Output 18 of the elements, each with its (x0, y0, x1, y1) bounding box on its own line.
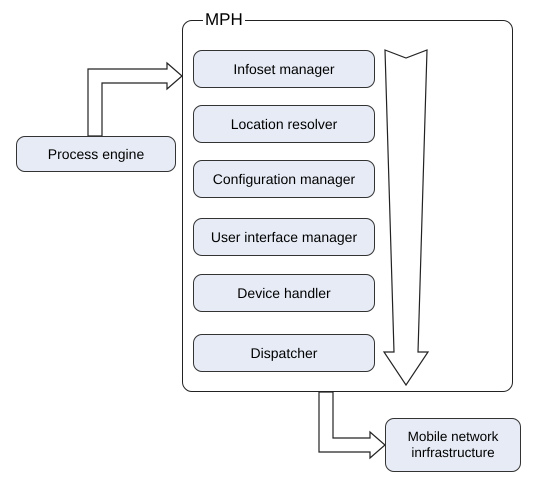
component-box (16, 136, 176, 172)
block-arrow (318, 391, 386, 460)
box-label: Mobile network inrfrastructure (406, 428, 500, 462)
component-box (193, 334, 375, 372)
box-label: Infoset manager (233, 60, 335, 78)
component-box (193, 160, 375, 198)
box-label: Dispatcher (250, 344, 318, 362)
component-box (193, 50, 375, 88)
box-label: Configuration manager (212, 170, 356, 188)
box-label: Process engine (48, 146, 144, 162)
component-box (193, 105, 375, 143)
box-label: Location resolver (230, 116, 338, 132)
component-box (193, 218, 375, 256)
box-label: User interface manager (210, 228, 358, 246)
block-arrow (87, 62, 183, 137)
box-label: Device handler (237, 284, 331, 302)
component-box (193, 274, 375, 312)
component-box (385, 418, 521, 472)
